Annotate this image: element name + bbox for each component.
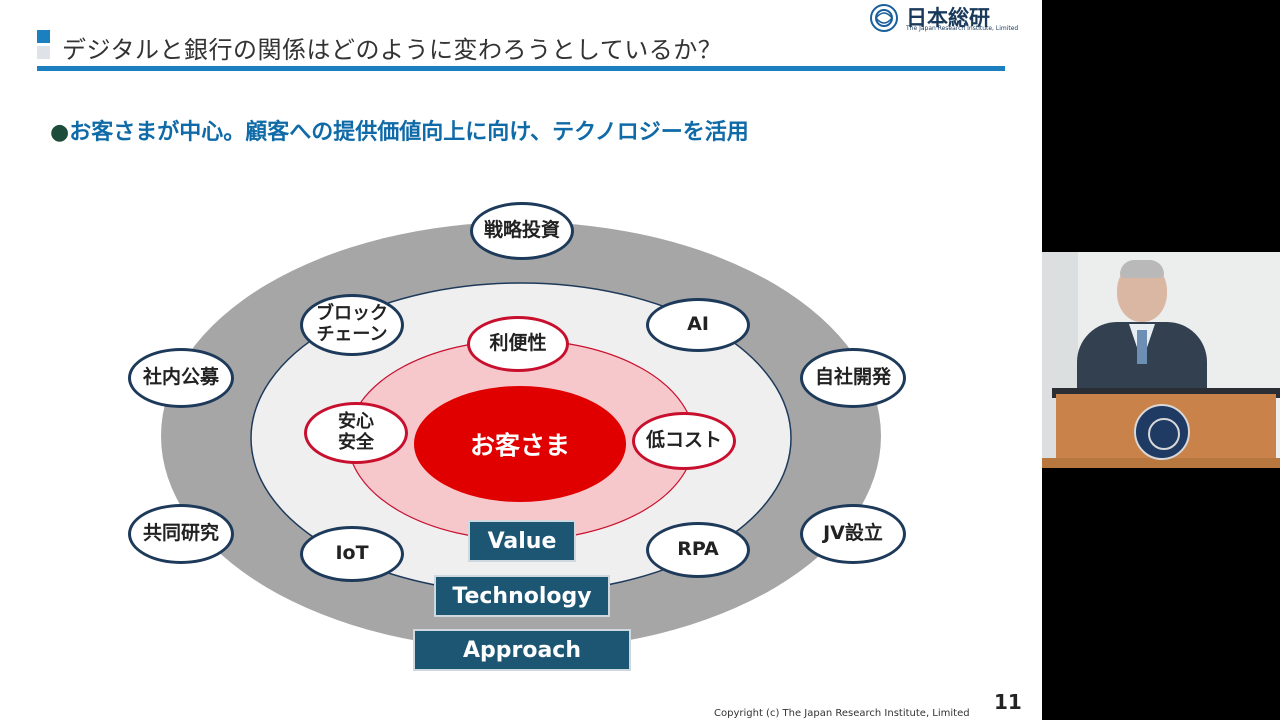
- technology-item: AI: [646, 298, 750, 352]
- logo-icon: [870, 4, 898, 32]
- technology-item: ブロック チェーン: [300, 294, 404, 356]
- value-item: 低コスト: [632, 412, 736, 470]
- logo-subtitle: The Japan Research Institute, Limited: [906, 25, 1019, 32]
- subtitle-text: お客さまが中心。顧客への提供価値向上に向け、テクノロジーを活用: [69, 120, 749, 145]
- logo-name: 日本総研: [906, 6, 990, 30]
- speaker-hair: [1120, 260, 1164, 278]
- approach-item: 社内公募: [128, 348, 234, 408]
- presentation-slide: デジタルと銀行の関係はどのように変わろうとしているか？ 日本総研 The Jap…: [0, 0, 1042, 720]
- copyright-text: Copyright (c) The Japan Research Institu…: [714, 708, 970, 719]
- approach-item: JV設立: [800, 504, 906, 564]
- speaker-video: [1042, 252, 1280, 468]
- page-number: 11: [994, 690, 1022, 714]
- value-item: 利便性: [467, 316, 569, 372]
- podium-base: [1042, 458, 1280, 468]
- speaker-tie: [1137, 330, 1147, 364]
- company-logo: 日本総研 The Japan Research Institute, Limit…: [868, 2, 1018, 34]
- slide-subtitle: ●お客さまが中心。顧客への提供価値向上に向け、テクノロジーを活用: [50, 114, 749, 146]
- approach-item: 戦略投資: [470, 202, 574, 260]
- university-seal-icon: [1134, 404, 1190, 460]
- center-customer: お客さま: [414, 386, 626, 502]
- title-marker: [37, 30, 51, 60]
- approach-item: 自社開発: [800, 348, 906, 408]
- approach-item: 共同研究: [128, 504, 234, 564]
- technology-item: IoT: [300, 526, 404, 582]
- value-item: 安心 安全: [304, 402, 408, 464]
- slide-title: デジタルと銀行の関係はどのように変わろうとしているか？: [62, 36, 723, 64]
- title-underline: [37, 66, 1005, 71]
- title-marker-blue: [37, 30, 50, 43]
- podium-top: [1052, 388, 1280, 398]
- technology-layer-label: Technology: [434, 575, 610, 617]
- title-marker-gray: [37, 46, 50, 59]
- technology-item: RPA: [646, 522, 750, 578]
- bullet-icon: ●: [50, 120, 70, 145]
- approach-layer-label: Approach: [413, 629, 631, 671]
- value-layer-label: Value: [468, 520, 576, 562]
